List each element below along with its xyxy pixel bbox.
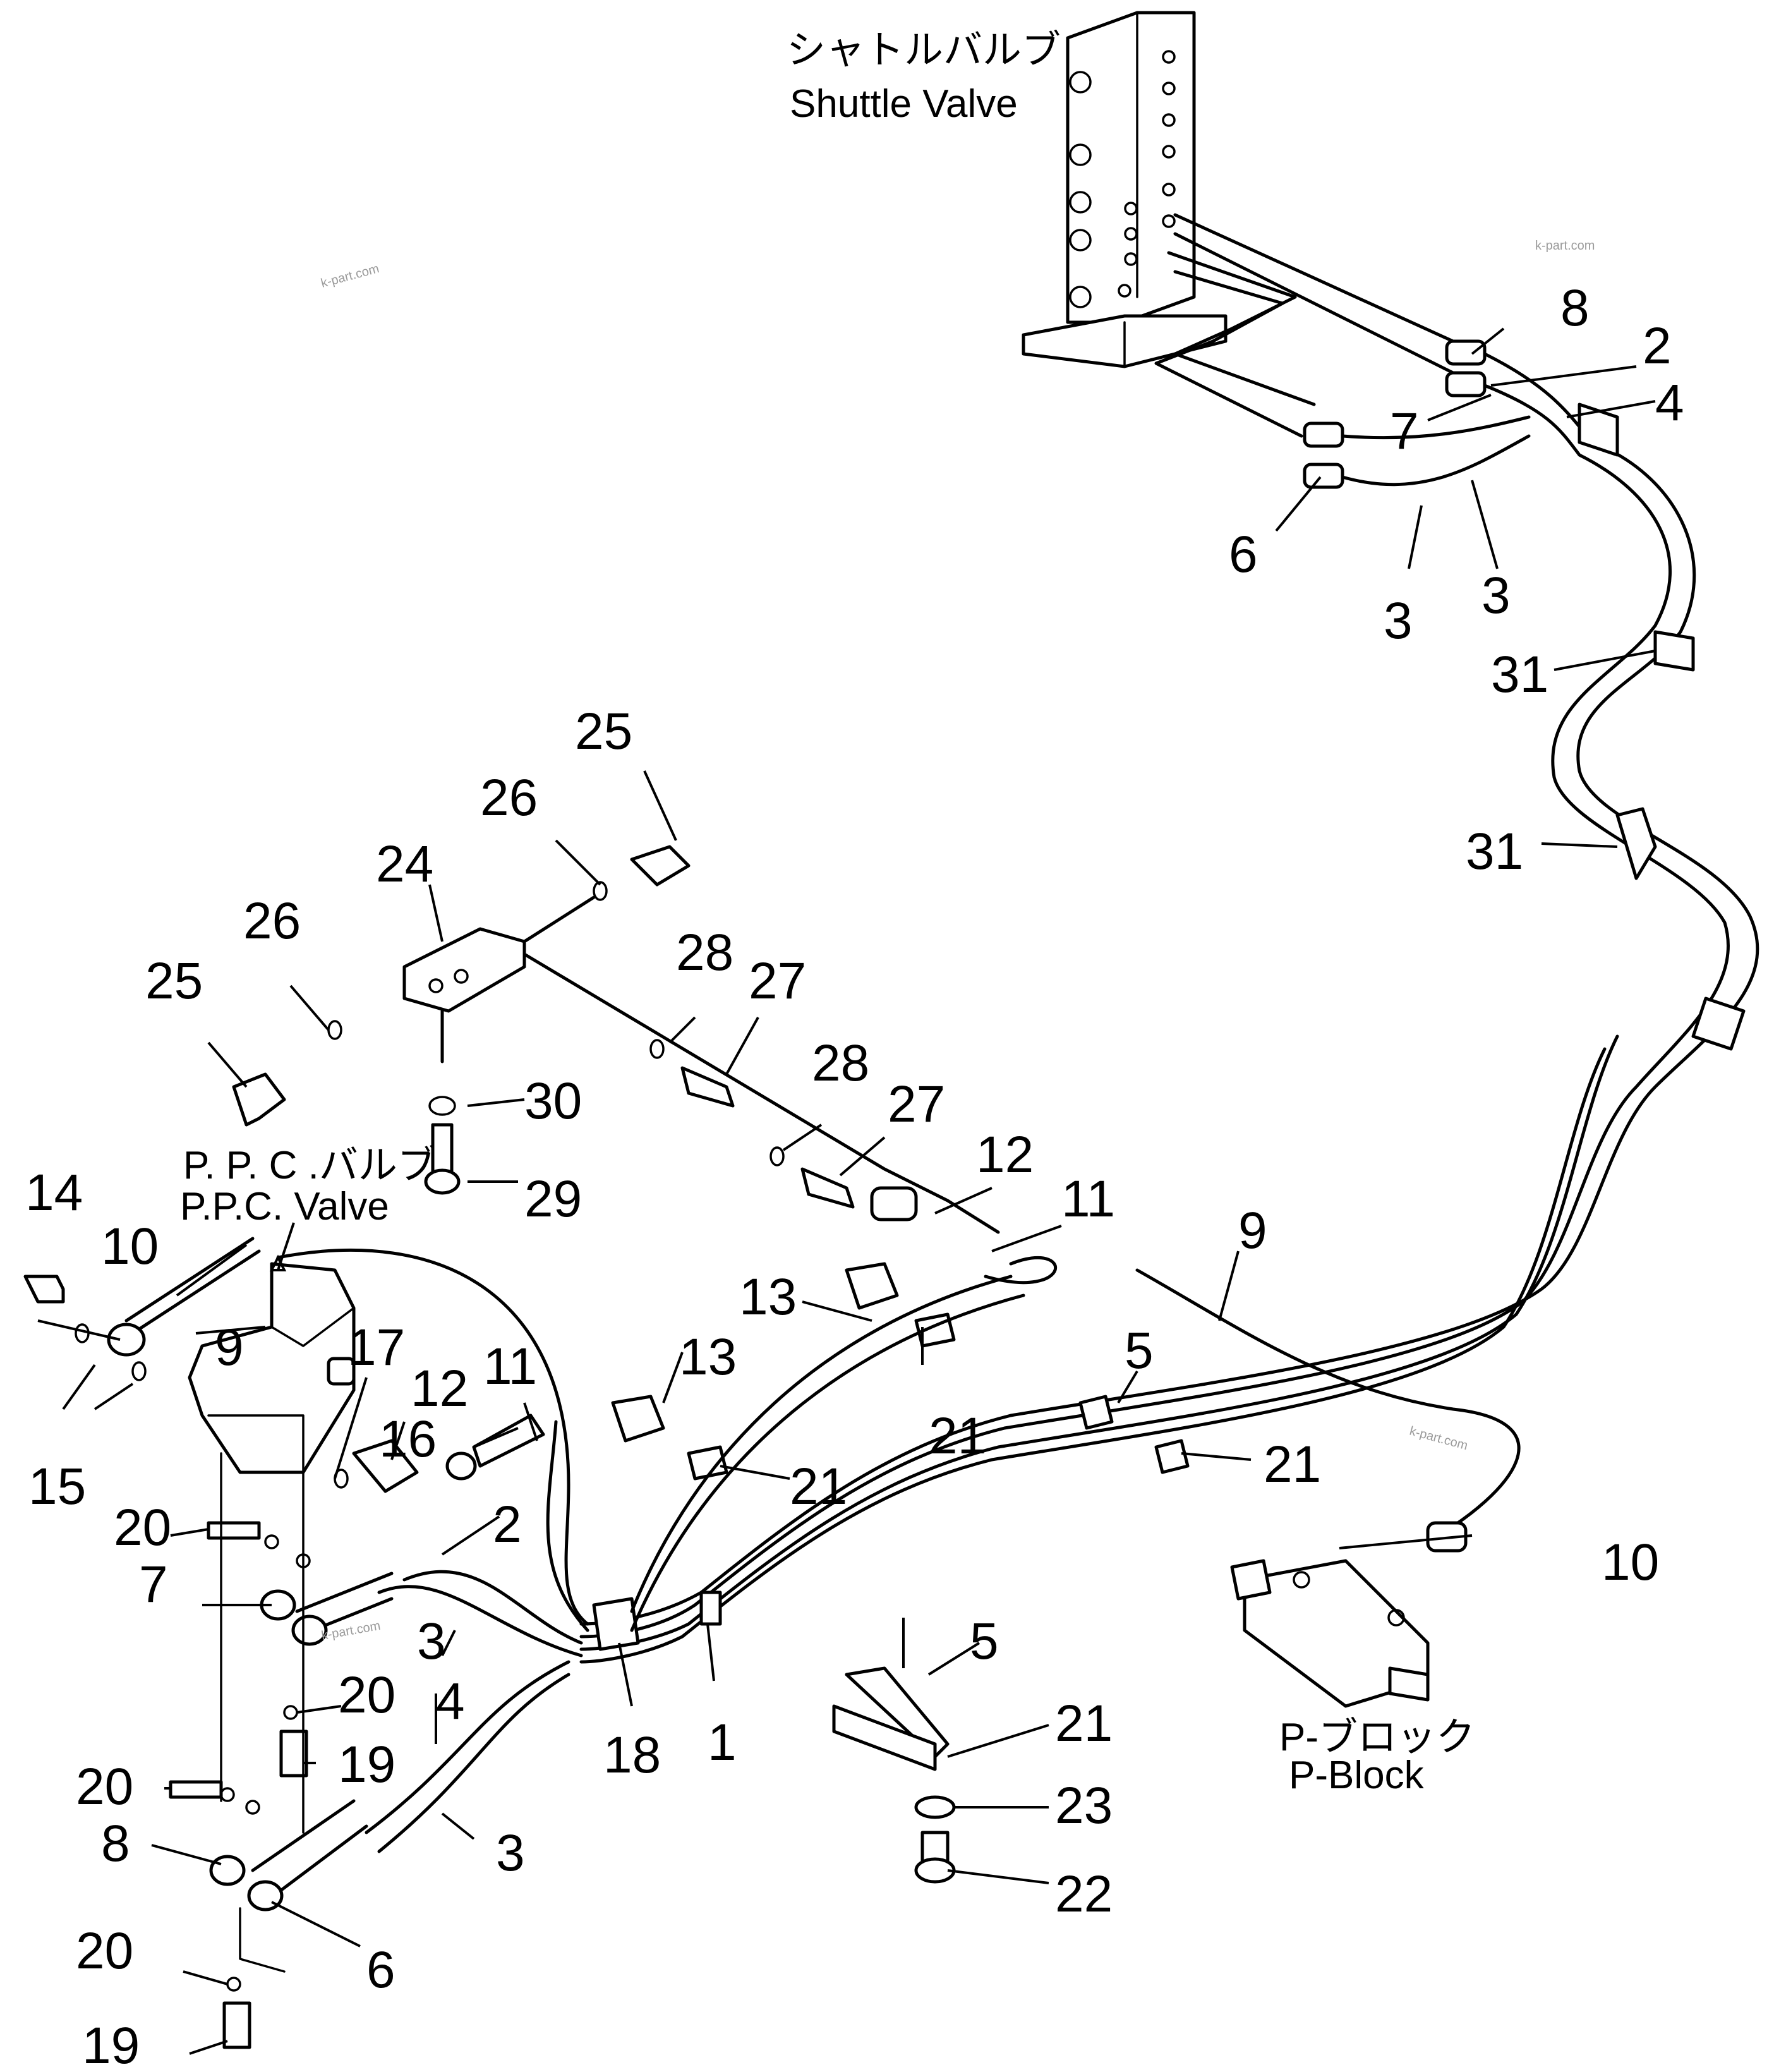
- callout: 28: [676, 924, 733, 981]
- callout: 12: [976, 1126, 1034, 1184]
- callout: 4: [1655, 374, 1684, 432]
- callout: 12: [411, 1360, 468, 1417]
- leader-lines: [37, 327, 1656, 2055]
- callout: 10: [101, 1218, 159, 1275]
- small-parts: [23, 1275, 545, 2049]
- callout: 7: [1390, 403, 1419, 460]
- callout: 24: [376, 835, 433, 893]
- callout: 11: [483, 1338, 537, 1395]
- callout: 15: [28, 1458, 86, 1515]
- p-block-label-en: P-Block: [1289, 1754, 1425, 1797]
- callout: 27: [749, 952, 806, 1010]
- callout: 7: [139, 1556, 168, 1613]
- callout: 14: [25, 1164, 83, 1221]
- watermark: k-part.com: [1408, 1424, 1469, 1453]
- callout: 20: [76, 1922, 133, 1980]
- callout: 23: [1055, 1777, 1113, 1834]
- callout: 30: [524, 1072, 582, 1130]
- callout: 5: [1125, 1322, 1154, 1379]
- callout: 4: [436, 1673, 465, 1730]
- callout: 21: [1264, 1436, 1321, 1493]
- shuttle-valve-label-en: Shuttle Valve: [790, 82, 1018, 126]
- callout: 16: [379, 1410, 437, 1468]
- callout: 29: [524, 1170, 582, 1228]
- callout: 2: [1643, 317, 1672, 375]
- callout: 8: [101, 1815, 130, 1872]
- shuttle-valve: [1022, 11, 1455, 438]
- callout: 21: [929, 1407, 986, 1465]
- ppc-valve-label-jp: P. P. C .バルブ: [183, 1144, 437, 1187]
- callout: 21: [790, 1458, 847, 1515]
- clamps: [592, 1256, 1190, 1651]
- bracket-5-21-assembly: [832, 1618, 956, 1884]
- callout: 31: [1466, 823, 1523, 880]
- watermark: k-part.com: [320, 262, 381, 291]
- callout: 25: [145, 952, 203, 1010]
- callout: 20: [338, 1666, 395, 1724]
- callout: 20: [76, 1758, 133, 1815]
- arrow-head: [269, 1254, 287, 1271]
- hose-bundle: [579, 352, 1759, 1664]
- hose-connectors-upper: [1303, 339, 1487, 489]
- p-block: [1230, 1559, 1430, 1708]
- callout: 25: [575, 703, 632, 760]
- callout: 8: [1560, 279, 1590, 337]
- callout: 21: [1055, 1695, 1113, 1752]
- callout: 18: [603, 1726, 661, 1784]
- callout: 3: [1384, 592, 1413, 650]
- callout: 1: [708, 1714, 737, 1771]
- callout: 10: [1602, 1534, 1659, 1591]
- shuttle-valve-label-jp: シャトルバルブ: [787, 28, 1061, 72]
- callout: 28: [812, 1034, 869, 1092]
- ppc-valve-label-en: P.P.C. Valve: [180, 1185, 389, 1228]
- watermark: k-part.com: [1535, 239, 1595, 253]
- callout-numbers: 8 2 7 4 6 3 3 31 31 25 26 24 26 25 28 27…: [25, 279, 1684, 2072]
- callout: 11: [1061, 1170, 1115, 1228]
- callout: 13: [679, 1328, 737, 1386]
- callout: 6: [366, 1941, 395, 1999]
- callout: 31: [1491, 646, 1548, 703]
- ppc-valve: [188, 1262, 356, 1474]
- p-block-label-jp: P-ブロック: [1279, 1716, 1475, 1759]
- ppc-hoses: [124, 1237, 589, 1904]
- callout: 27: [888, 1075, 945, 1133]
- callout: 9: [215, 1319, 244, 1376]
- callout: 22: [1055, 1865, 1113, 1923]
- callout: 20: [114, 1499, 171, 1556]
- callout: 5: [970, 1613, 999, 1670]
- callout: 3: [496, 1824, 525, 1882]
- callout: 26: [243, 892, 301, 950]
- callout: 19: [338, 1736, 395, 1793]
- callout: 13: [739, 1268, 797, 1326]
- callout: 9: [1238, 1202, 1267, 1259]
- callout: 19: [82, 2017, 140, 2069]
- callout: 3: [417, 1613, 446, 1670]
- callout: 17: [347, 1319, 405, 1376]
- hose-to-p-block: [1135, 1268, 1521, 1544]
- callout: 26: [480, 769, 538, 827]
- block-24: [402, 895, 1000, 1234]
- callout: 2: [493, 1496, 522, 1553]
- callout: 6: [1229, 526, 1258, 583]
- callout: 3: [1481, 567, 1511, 624]
